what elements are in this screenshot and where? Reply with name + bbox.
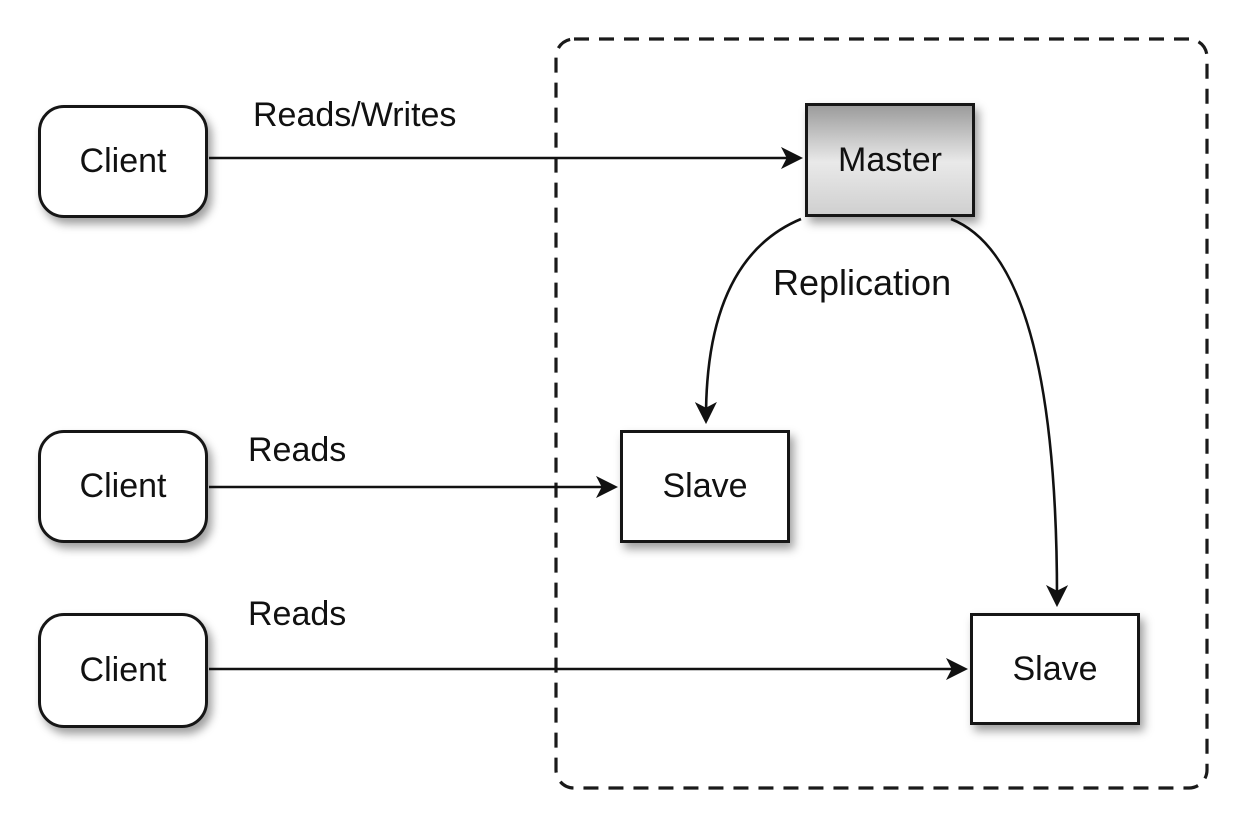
- edge-replication-left-arrow: [694, 217, 802, 425]
- node-client-top: Client: [38, 105, 208, 218]
- edge-label-reads-writes: Reads/Writes: [253, 96, 457, 134]
- edge-label-reads-middle: Reads: [248, 431, 347, 469]
- node-slave-left: Slave: [620, 430, 790, 543]
- node-client-middle: Client: [38, 430, 208, 543]
- node-slave-right-label: Slave: [1012, 649, 1098, 688]
- node-client-middle-label: Client: [79, 467, 167, 505]
- node-client-bottom: Client: [38, 613, 208, 728]
- node-client-top-label: Client: [79, 142, 167, 180]
- system-boundary-dashed-box: [554, 37, 1209, 790]
- edge-replication-right-arrow: [950, 217, 1069, 608]
- node-client-bottom-label: Client: [79, 651, 167, 689]
- edge-label-reads-bottom: Reads: [248, 595, 347, 633]
- node-slave-left-label: Slave: [662, 467, 748, 505]
- node-slave-right: Slave: [970, 613, 1140, 725]
- node-master: Master: [805, 103, 975, 217]
- node-master-label: Master: [838, 140, 942, 179]
- edge-label-replication: Replication: [773, 262, 952, 303]
